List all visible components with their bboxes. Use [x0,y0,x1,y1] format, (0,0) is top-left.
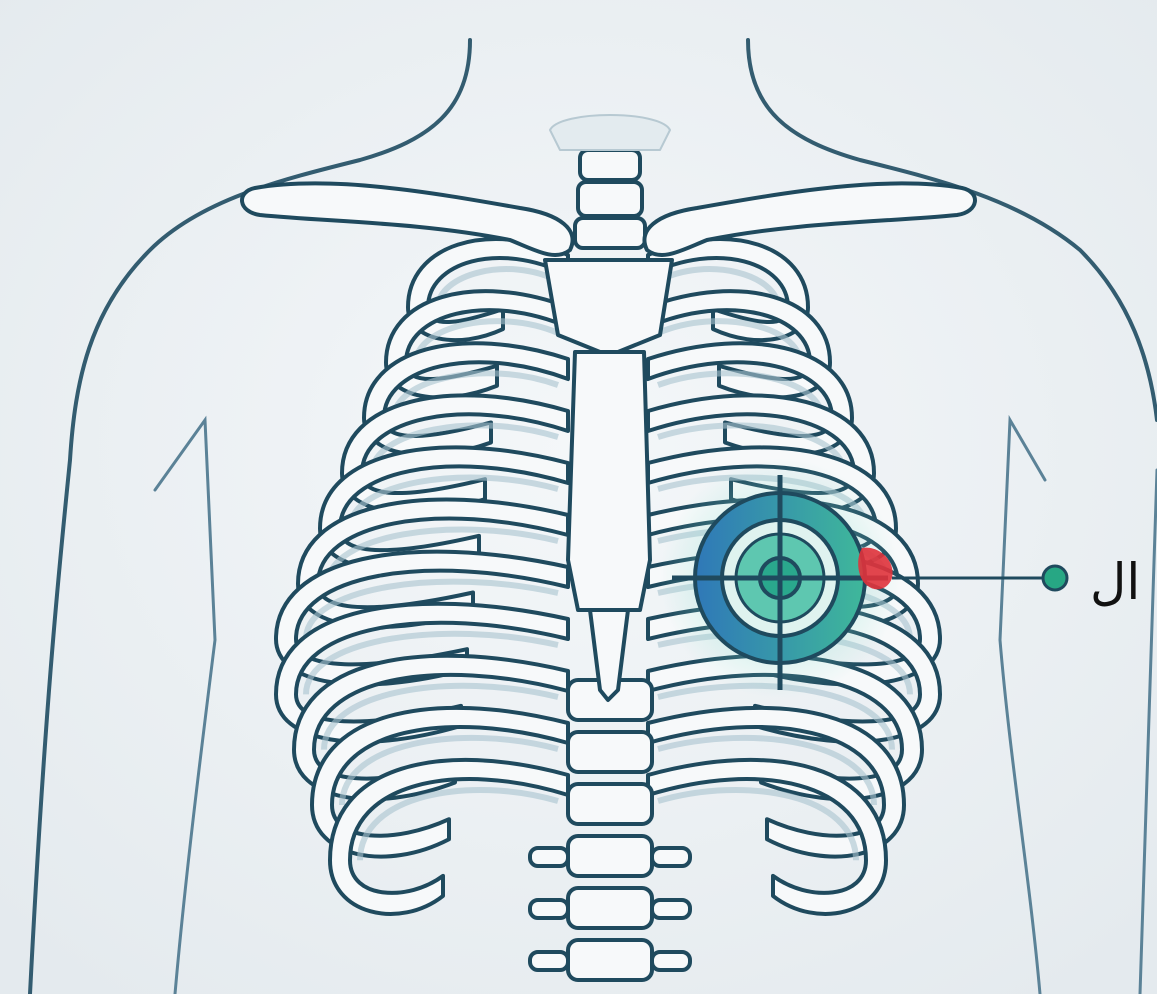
vertebra [568,888,652,928]
vertebra [568,836,652,876]
vertebra-process [652,848,690,866]
vertebra-process [530,900,568,918]
callout-dot-icon [1043,566,1067,590]
vertebra [568,732,652,772]
vertebra-process [652,952,690,970]
vertebra [568,784,652,824]
vertebra [568,940,652,980]
callout-label: ال [1090,552,1140,612]
vertebra-process [530,848,568,866]
vertebra-process [652,900,690,918]
vertebra-process [530,952,568,970]
